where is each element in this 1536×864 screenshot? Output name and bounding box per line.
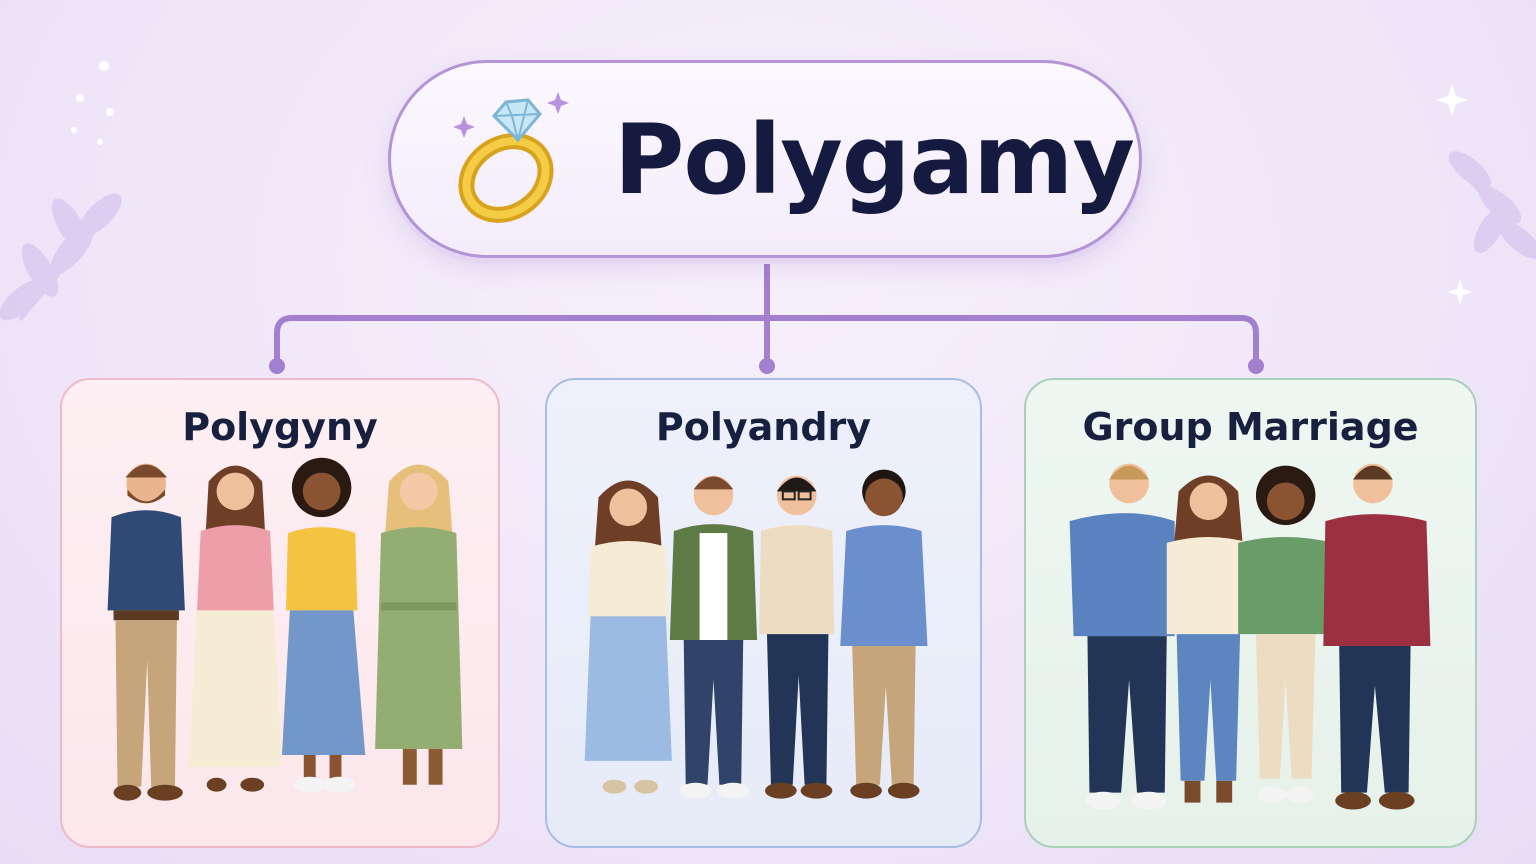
sparkle-star-icon [1436,84,1472,304]
connector-node-middle [759,358,775,374]
person-woman-icon [281,457,366,793]
people-illustration-group-marriage [1069,463,1431,810]
person-man-icon [669,475,758,799]
branch-title-polyandry: Polyandry [655,405,872,449]
person-woman-icon [584,480,672,794]
branch-title-polygyny: Polygyny [182,405,378,449]
connector-right [764,315,1259,365]
person-man-glasses-icon [759,475,835,799]
person-man-icon [840,469,928,799]
leaf-branch-left-icon [0,193,122,322]
sparkle-dots-icon [71,61,114,145]
root-node-box [388,60,1142,258]
person-man-icon [107,463,185,801]
branch-card-polyandry: Polyandry [545,378,982,848]
people-illustration-polygyny [107,457,463,801]
branch-title-group-marriage: Group Marriage [1082,405,1419,449]
person-woman-icon [1166,475,1251,803]
root-title: Polygamy [614,104,1135,216]
connector-left [274,315,770,365]
person-woman-icon [188,465,282,792]
person-man-icon [1069,463,1175,810]
people-illustration-polyandry [584,469,928,799]
diamond-ring-icon [453,92,569,223]
person-woman-icon [375,464,463,785]
connector-node-right [1248,358,1264,374]
person-woman-icon [1238,465,1334,803]
branch-card-polygyny: Polygyny [60,378,500,848]
branch-card-group-marriage: Group Marriage [1024,378,1477,848]
leaf-branch-right-icon [1448,151,1536,259]
person-man-icon [1323,463,1431,810]
connector-node-left [269,358,285,374]
